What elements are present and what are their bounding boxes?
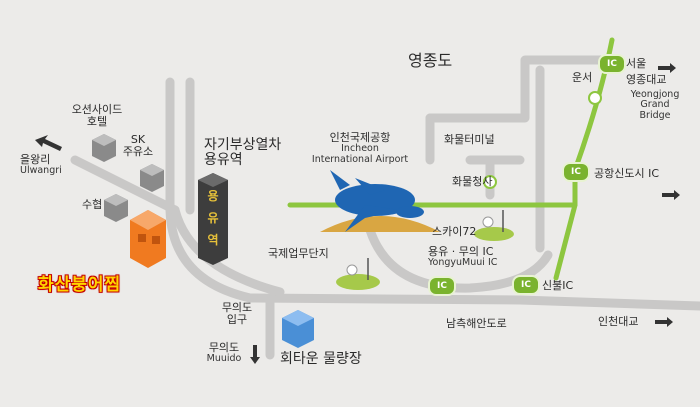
eulwangri-label-en: Ulwangri (20, 165, 62, 177)
gas-station-icon (140, 164, 164, 192)
sk-label-1: SK (130, 133, 146, 146)
arrow-east-icon-2 (662, 190, 680, 200)
ic-badge-yongyu: IC (428, 276, 456, 296)
island-label: 영종도 (408, 51, 453, 70)
airplane-icon (330, 170, 424, 232)
namcheuk-road-label: 남측해안도로 (446, 317, 507, 330)
shop-name-label: 화산붕어찜 (38, 275, 122, 295)
station-sign-char-1: 용 (207, 189, 219, 203)
shop-building-icon (130, 210, 166, 268)
ic-badge-airport-newcity: IC (562, 162, 590, 182)
arrow-east-icon-3 (655, 317, 673, 327)
maglev-label: 자기부상열차 용유역 (204, 137, 282, 169)
eulwangri-label: 을왕리 Ulwangri (20, 153, 62, 177)
hoe-town-label: 회타운 물량장 (280, 351, 362, 367)
ic-badge-sinbul: IC (512, 275, 540, 295)
sk-gas-station-label: SK 주유소 (118, 133, 158, 159)
station-sign: 용 유 역 (206, 185, 220, 251)
station-sign-char-3: 역 (207, 233, 219, 247)
unseo-label: 운서 (572, 71, 593, 84)
yeongjong-bridge-label: 영종대교 (626, 73, 667, 86)
arrow-south-icon (250, 345, 260, 364)
sky72-label: 스카이72 (432, 225, 477, 238)
yeongjong-bridge-en-2: Grand (640, 99, 670, 111)
yeongjong-bridge-en-3: Bridge (639, 109, 671, 121)
maglev-label-1: 자기부상열차 (204, 137, 282, 153)
yongyu-ic-label: 용유 · 무의 IC YongyuMuui IC (428, 245, 498, 269)
junction-unseo-icon (588, 91, 602, 105)
airport-newcity-ic-label: 공항신도시 IC (594, 167, 660, 180)
maglev-label-2: 용유역 (204, 152, 243, 169)
ocean-side-label-1: 오션사이드 (71, 103, 123, 116)
direction-arrows (35, 63, 680, 364)
station-sign-char-2: 유 (207, 211, 219, 225)
golf-course-icon (336, 258, 380, 290)
muuido-entrance-label-1: 무의도 (221, 301, 253, 314)
ocean-side-label-2: 호텔 (86, 115, 108, 129)
muuido-label-en: Muuido (206, 353, 242, 365)
muuido-label-ko: 무의도 (208, 341, 240, 354)
maglev-station-icon (198, 173, 228, 265)
airport-label-en-2: International Airport (311, 153, 409, 165)
sky72-golf-icon (474, 210, 514, 241)
muuido-entrance-label-2: 입구 (226, 313, 248, 327)
muuido-entrance-label: 무의도 입구 (214, 301, 260, 327)
fish-market-icon (282, 310, 314, 348)
muuido-label: 무의도 Muuido (200, 341, 248, 365)
hotel-building-icon (92, 134, 116, 162)
ic-badge-seoul: IC (598, 54, 626, 74)
eulwangri-label-ko: 을왕리 (20, 153, 51, 166)
yongyu-ic-label-ko: 용유 · 무의 IC (428, 245, 494, 258)
cargo-terminal-label: 화물터미널 (444, 133, 495, 146)
cargo-office-label: 화물청사 (452, 175, 493, 188)
incheon-bridge-label: 인천대교 (598, 315, 639, 328)
yeongjong-bridge-en-1: Yeongjong (630, 89, 680, 100)
airport-label: 인천국제공항 Incheon International Airport (305, 131, 415, 165)
sk-label-2: 주유소 (122, 145, 154, 159)
arrow-west-icon (35, 135, 62, 151)
airport-label-ko: 인천국제공항 (329, 131, 391, 144)
seoul-label: 서울 (626, 57, 647, 70)
sinbul-ic-label: 신불IC (542, 279, 574, 292)
yeongjong-bridge-en-label: Yeongjong Grand Bridge (622, 89, 688, 121)
suhyup-label: 수협 (82, 198, 103, 211)
local-roads (70, 55, 700, 360)
airport-label-en-1: Incheon (341, 143, 379, 155)
arrow-east-icon (658, 63, 676, 73)
junction-cargo-icon (483, 175, 497, 189)
yongyu-ic-label-en: YongyuMuui IC (428, 257, 498, 269)
ocean-side-hotel-label: 오션사이드 호텔 (58, 103, 136, 129)
suhyup-building-icon (104, 194, 128, 222)
industrial-complex-label: 국제업무단지 (268, 247, 329, 260)
